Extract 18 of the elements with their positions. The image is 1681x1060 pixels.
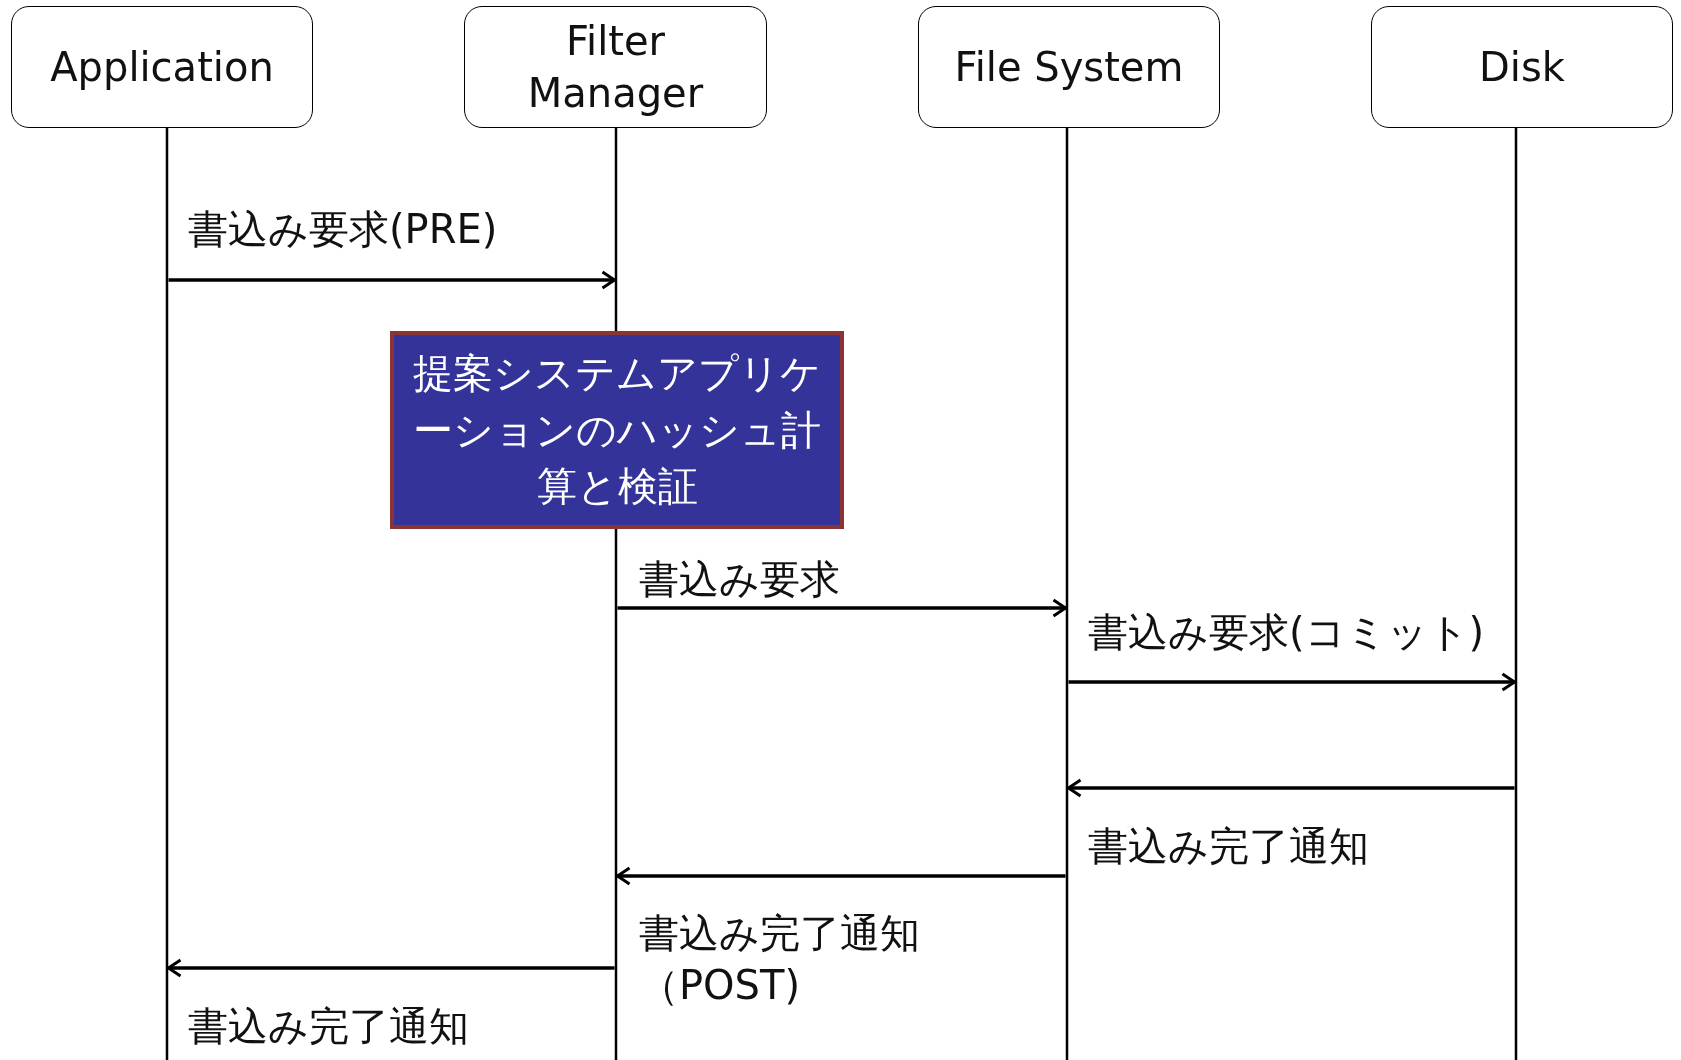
participant-name: Application xyxy=(50,43,274,92)
edge-label: 書込み完了通知 xyxy=(188,1002,469,1051)
edge-label: 書込み完了通知 xyxy=(1088,822,1369,871)
edge-label: 書込み完了通知（POST) xyxy=(639,909,921,1010)
process-box xyxy=(390,331,844,529)
edge-label: 書込み要求(コミット) xyxy=(1088,608,1485,657)
process-text: 提案システムアプリケーションのハッシュ計算と検証 xyxy=(412,348,822,512)
participant-name: Disk xyxy=(1479,43,1565,92)
message-arrow xyxy=(167,958,615,978)
participant-name: Filter Manager xyxy=(526,17,705,118)
participant-name: File System xyxy=(954,43,1184,92)
message-arrow xyxy=(617,598,1067,618)
message-arrow xyxy=(1068,672,1516,692)
edge-label: 書込み要求 xyxy=(639,555,840,604)
message-arrow xyxy=(1067,778,1515,798)
message-arrow xyxy=(168,270,616,290)
edge-label: 書込み要求(PRE) xyxy=(188,205,498,254)
message-arrow xyxy=(616,866,1066,886)
